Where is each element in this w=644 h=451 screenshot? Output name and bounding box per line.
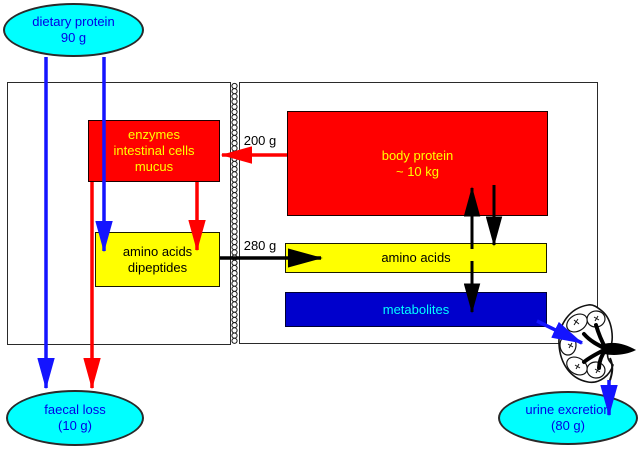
secretion-flow-label: 200 g [243,133,277,148]
urine-excretion-node: urine excretion (80 g) [498,391,638,445]
faecal-loss-node: faecal loss (10 g) [6,390,144,446]
metabolites-box: metabolites [285,292,547,327]
urine-excretion-title: urine excretion [525,402,611,417]
amino-acids-dipeptides-box: amino acids dipeptides [95,232,220,287]
body-protein-line1: body protein [381,147,454,163]
dietary-protein-amount: 90 g [60,30,87,45]
enzymes-box: enzymes intestinal cells mucus [88,120,220,182]
body-protein-line2: ~ 10 kg [395,163,439,179]
body-protein-box: body protein ~ 10 kg [287,111,548,216]
membrane-coil [231,82,238,344]
dietary-protein-node: dietary protein 90 g [3,3,144,57]
amino-acids-dipeptides-line1: amino acids [122,243,193,259]
amino-acids-dipeptides-line2: dipeptides [127,259,188,275]
urine-excretion-amount: (80 g) [551,418,585,433]
faecal-loss-amount: (10 g) [58,418,92,433]
enzymes-line2: intestinal cells [113,143,195,158]
amino-acids-box: amino acids [285,243,547,273]
amino-acids-label: amino acids [381,250,451,265]
metabolites-label: metabolites [382,301,450,317]
absorption-flow-label: 280 g [243,238,277,253]
enzymes-line3: mucus [134,159,174,174]
enzymes-line1: enzymes [127,127,181,142]
faecal-loss-title: faecal loss [44,402,106,417]
dietary-protein-title: dietary protein [32,14,115,29]
